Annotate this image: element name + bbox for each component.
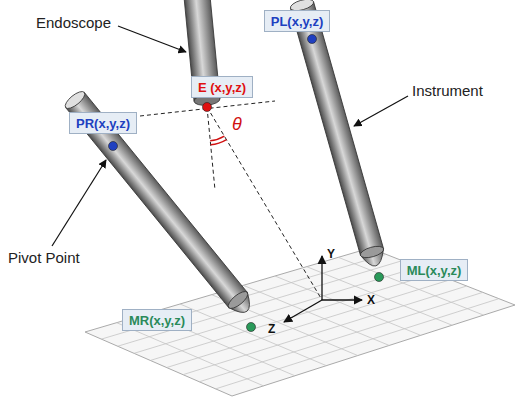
grid-line <box>216 299 499 389</box>
pivot-line <box>140 101 275 116</box>
endoscope-coordinate-box: E (x,y,z) <box>191 76 253 98</box>
tube-joint <box>359 244 385 260</box>
grid-line <box>243 285 389 345</box>
instrument-left <box>63 89 257 319</box>
tube-end <box>63 89 88 112</box>
tube-joint <box>226 289 251 312</box>
axis-label: Y <box>327 247 335 261</box>
angle-symbol: θ <box>232 114 242 135</box>
tube-body <box>290 2 383 256</box>
coordinate-text: ML(x,y,z) <box>407 263 462 278</box>
coordinate-text: PL(x,y,z) <box>271 14 324 29</box>
axis-line <box>284 300 322 322</box>
axis-line <box>321 256 322 300</box>
grid-line <box>118 261 403 347</box>
part-label: Pivot Point <box>8 249 80 266</box>
leader-line <box>354 96 408 126</box>
part-label: Endoscope <box>36 14 111 31</box>
view-line <box>207 107 322 300</box>
angle-arc <box>211 140 227 145</box>
part-label: Instrument <box>412 82 483 99</box>
coordinate-text: PR(x,y,z) <box>76 116 130 131</box>
grid-line <box>275 276 421 335</box>
leader-line <box>118 26 186 52</box>
axis-extension <box>207 107 215 190</box>
tube-body <box>66 92 248 307</box>
axis-line <box>322 299 362 300</box>
ground-plane <box>85 248 515 396</box>
grid-line <box>150 273 434 360</box>
leader-line <box>52 160 106 246</box>
pivot-coordinate-box: PL(x,y,z) <box>264 10 331 32</box>
pivot-point <box>109 142 118 151</box>
grid-line <box>199 292 482 381</box>
instrument-right <box>289 0 387 269</box>
grid-line <box>338 257 483 315</box>
axis-label: X <box>367 293 375 307</box>
tip-marker <box>247 323 256 332</box>
coordinate-text: E (x,y,z) <box>198 80 246 95</box>
tip-coordinate-box: MR(x,y,z) <box>122 309 192 331</box>
grid-line <box>167 280 451 368</box>
endoscope-point <box>203 103 212 112</box>
axis-label: Z <box>268 322 275 336</box>
angle-arc <box>210 136 224 141</box>
tip-coordinate-box: ML(x,y,z) <box>400 259 469 281</box>
pivot-point <box>308 35 317 44</box>
pivot-coordinate-box: PR(x,y,z) <box>69 112 137 134</box>
coordinate-text: MR(x,y,z) <box>129 313 185 328</box>
tip-marker <box>375 273 384 282</box>
